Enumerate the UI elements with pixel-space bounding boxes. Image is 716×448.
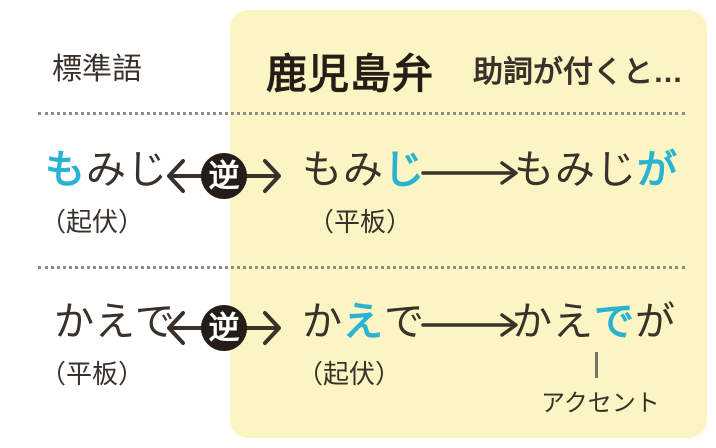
left-right-arrow-icon: 逆 — [167, 305, 281, 351]
standard-word-momiji: もみじ — [45, 147, 168, 193]
reverse-swap-indicator: 逆 — [166, 302, 282, 354]
word-segment: が — [635, 300, 676, 344]
becomes-arrow — [421, 312, 521, 338]
accent-type-label: （起伏） — [40, 207, 145, 237]
particle-note-heading: 助詞が付くと… — [473, 56, 683, 89]
accented-mora: も — [45, 148, 86, 192]
accented-mora: じ — [384, 148, 425, 192]
kagoshima-dialect-panel — [230, 10, 707, 438]
dialect-word-momiji: もみじ — [302, 147, 425, 193]
becomes-arrow — [421, 160, 521, 186]
particle-word-momijiga: もみじが — [514, 147, 678, 193]
right-arrow-icon — [421, 161, 518, 185]
accented-mora: が — [637, 148, 678, 192]
standard-language-heading: 標準語 — [52, 53, 142, 86]
word-segment: もみ — [302, 148, 384, 192]
reverse-swap-indicator: 逆 — [166, 150, 282, 202]
accented-mora: え — [343, 300, 384, 344]
dotted-divider — [38, 266, 685, 269]
left-right-arrow-icon: 逆 — [167, 153, 281, 199]
standard-word-kaede: かえで — [54, 299, 176, 345]
swap-badge-circle — [201, 305, 247, 351]
right-arrow-icon — [421, 313, 518, 337]
particle-word-kaedega: かえでが — [512, 299, 676, 345]
swap-badge-label: 逆 — [209, 311, 240, 346]
word-segment: で — [384, 300, 425, 344]
word-segment: みじ — [86, 148, 168, 192]
accent-type-label: （平板） — [308, 207, 413, 237]
accent-type-label: （平板） — [40, 359, 145, 389]
word-segment: もみじ — [514, 148, 637, 192]
accent-annotation-label: アクセント — [541, 390, 660, 417]
word-segment: か — [302, 300, 343, 344]
kagoshima-dialect-title: 鹿児島弁 — [266, 51, 434, 97]
accented-mora: で — [594, 300, 635, 344]
accent-pointer-line — [595, 352, 598, 378]
word-segment: かえで — [54, 300, 176, 344]
word-segment: かえ — [512, 300, 594, 344]
swap-badge-circle — [201, 153, 247, 199]
dotted-divider — [38, 112, 685, 115]
accent-type-label: （起伏） — [297, 359, 402, 389]
dialect-word-kaede: かえで — [302, 299, 425, 345]
swap-badge-label: 逆 — [209, 159, 240, 194]
